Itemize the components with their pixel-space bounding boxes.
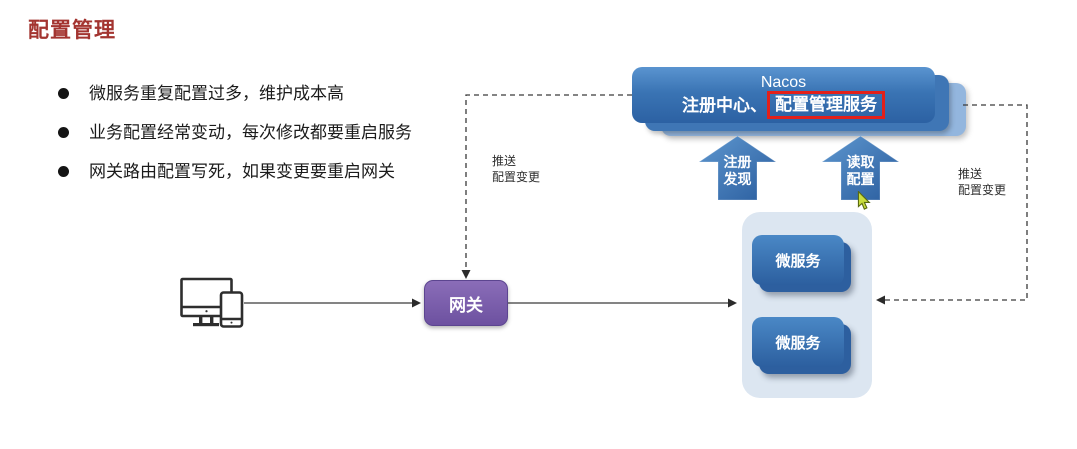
- list-item: 微服务重复配置过多，维护成本高: [58, 84, 412, 104]
- bullet-text: 网关路由配置写死，如果变更要重启网关: [89, 162, 395, 181]
- bullet-text: 业务配置经常变动，每次修改都要重启服务: [89, 123, 412, 142]
- gateway-node: 网关: [424, 280, 508, 326]
- register-discovery-arrow: 注册 发现: [699, 136, 776, 200]
- bullet-text: 微服务重复配置过多，维护成本高: [89, 84, 344, 103]
- microservice-label: 微服务: [752, 317, 844, 367]
- devices-icon: [180, 277, 244, 328]
- nacos-subtitle: 注册中心、配置管理服务: [632, 91, 935, 120]
- bullet-icon: [58, 88, 69, 99]
- push-config-label-left: 推送 配置变更: [492, 154, 541, 184]
- cursor-icon: [857, 191, 871, 210]
- microservice-node: 微服务: [752, 235, 851, 292]
- arrowhead-right-icon: [728, 298, 737, 308]
- arrowhead-down-icon: [461, 270, 471, 279]
- read-config-label: 读取 配置: [846, 154, 875, 187]
- nacos-node: Nacos 注册中心、配置管理服务: [632, 67, 935, 123]
- config-service-highlight: 配置管理服务: [767, 91, 885, 120]
- arrowhead-right-icon: [412, 298, 421, 308]
- microservice-label: 微服务: [752, 235, 844, 285]
- bullet-icon: [58, 127, 69, 138]
- bullet-icon: [58, 166, 69, 177]
- microservice-node: 微服务: [752, 317, 851, 374]
- register-discovery-label: 注册 发现: [723, 154, 752, 187]
- arrowhead-left-icon: [876, 295, 885, 305]
- nacos-subtitle-prefix: 注册中心、: [682, 96, 767, 115]
- microservice-cluster: 微服务 微服务: [742, 212, 872, 398]
- bullet-list: 微服务重复配置过多，维护成本高 业务配置经常变动，每次修改都要重启服务 网关路由…: [58, 84, 412, 201]
- push-config-label-right: 推送 配置变更: [958, 167, 1007, 197]
- list-item: 业务配置经常变动，每次修改都要重启服务: [58, 123, 412, 143]
- page-title: 配置管理: [28, 19, 116, 42]
- nacos-title: Nacos: [760, 74, 807, 91]
- up-block-arrow-icon: [699, 136, 776, 200]
- list-item: 网关路由配置写死，如果变更要重启网关: [58, 162, 412, 182]
